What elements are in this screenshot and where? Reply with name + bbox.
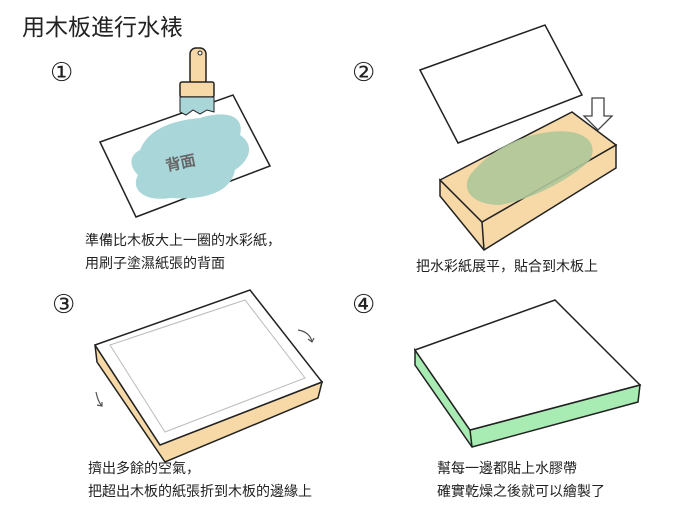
watercolor-paper [418,24,584,144]
step-caption: 幫每一邊都貼上水膠帶 確實乾燥之後就可以繪製了 [437,458,605,504]
step-number: ② [352,58,376,88]
brush-icon [179,47,215,116]
step-number: ④ [352,290,376,320]
caption-line: 把超出木板的紙張折到木板的邊緣上 [88,484,312,500]
caption-line: 用刷子塗濕紙張的背面 [85,256,225,272]
caption-line: 幫每一邊都貼上水膠帶 [437,461,577,477]
wet-area [131,114,250,199]
step-caption: 擠出多餘的空氣， 把超出木板的紙張折到木板的邊緣上 [88,458,312,504]
board-top [413,299,642,431]
step4-illustration [413,299,642,448]
step-number: ① [50,58,74,88]
paper-on-board [93,289,324,446]
caption-line: 把水彩紙展平，貼合到木板上 [416,259,598,275]
step3-illustration [93,289,324,463]
down-arrow-icon [582,97,614,131]
step1-illustration: 背面 [98,47,272,218]
fold-arrow-icon [297,329,315,343]
caption-line: 確實乾燥之後就可以繪製了 [437,484,605,500]
step-caption: 準備比木板大上一圈的水彩紙， 用刷子塗濕紙張的背面 [85,230,281,276]
caption-line: 擠出多餘的空氣， [88,461,200,477]
step-caption: 把水彩紙展平，貼合到木板上 [416,256,598,279]
page-title: 用木板進行水裱 [22,15,183,41]
caption-line: 準備比木板大上一圈的水彩紙， [85,233,281,249]
fold-arrow-icon [95,391,103,407]
step-number: ③ [52,290,76,320]
wet-paper-on-board [466,131,593,205]
step2-illustration [418,24,618,251]
back-side-label: 背面 [164,151,197,175]
